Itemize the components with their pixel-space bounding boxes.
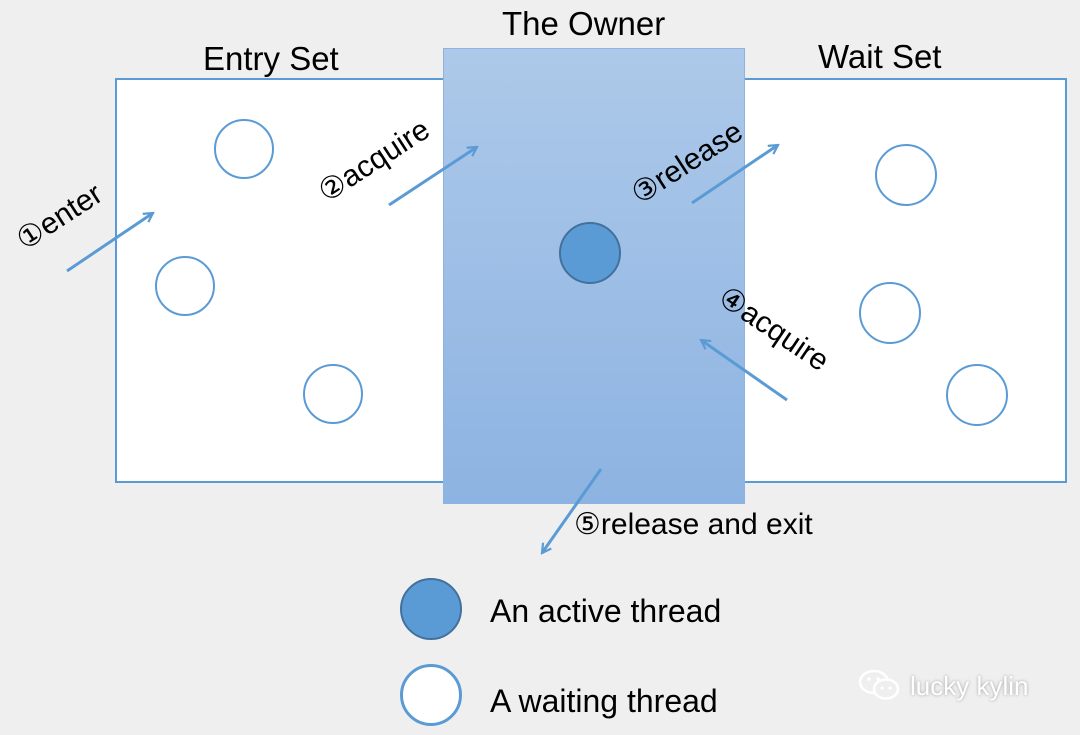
entry-set-title: Entry Set: [203, 40, 339, 77]
legend-waiting-label: A waiting thread: [490, 683, 718, 719]
legend-active-icon: [400, 578, 462, 640]
release-exit-arrow: [542, 468, 603, 553]
entry-waiting-thread: [214, 119, 274, 179]
legend-waiting-icon: [400, 664, 462, 726]
wait-waiting-thread: [859, 282, 921, 344]
entry-waiting-thread: [303, 364, 363, 424]
entry-waiting-thread: [155, 256, 215, 316]
wait-waiting-thread: [875, 144, 937, 206]
watermark-text: lucky kylin: [910, 671, 1029, 701]
owner-active-thread: [559, 222, 621, 284]
enter-arrow: [66, 213, 153, 273]
wechat-icon: [858, 669, 900, 700]
wait-set-title: Wait Set: [818, 38, 942, 75]
release-wait-arrow: [691, 145, 778, 205]
acquire-wait-arrow: [701, 340, 788, 402]
step-release-exit-label: ⑤release and exit: [574, 508, 813, 541]
legend-active-label: An active thread: [490, 593, 722, 629]
wait-waiting-thread: [946, 364, 1008, 426]
owner-title: The Owner: [502, 5, 666, 42]
acquire-entry-arrow: [388, 145, 477, 207]
